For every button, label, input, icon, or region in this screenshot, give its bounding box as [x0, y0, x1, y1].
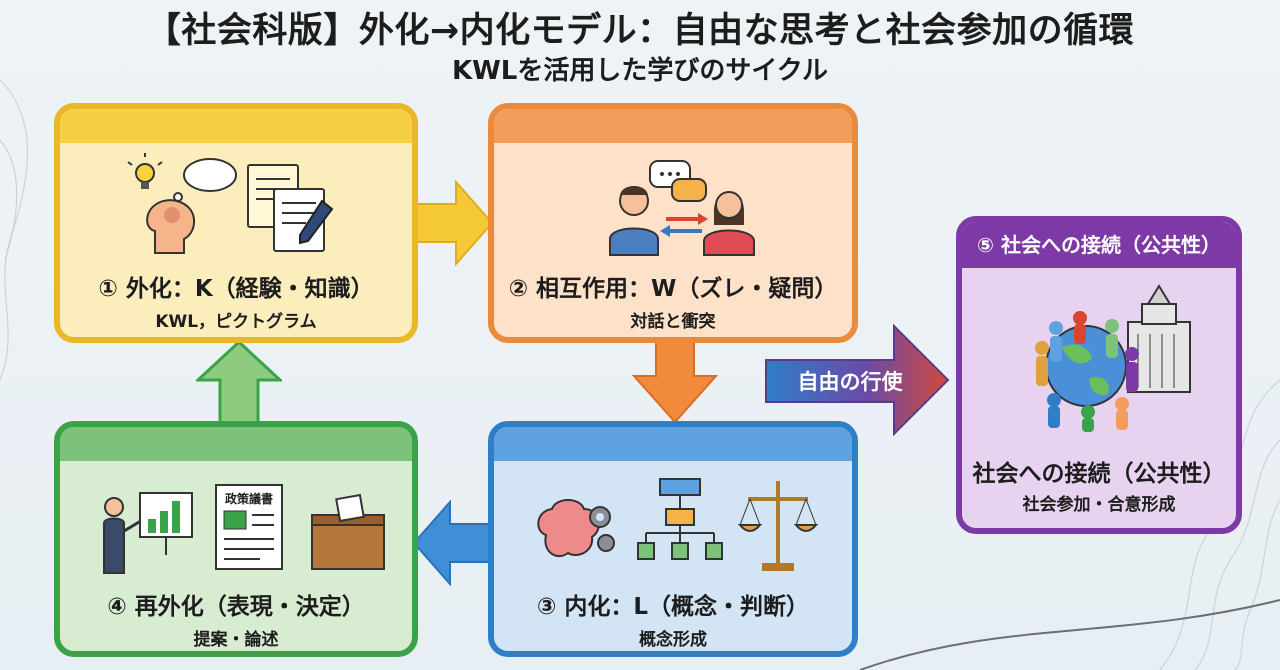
free-exercise-label: 自由の行使 — [797, 370, 903, 394]
arrow-left-blue — [412, 500, 494, 586]
people-circle-icon — [1035, 311, 1139, 432]
civic-connection-box: ⑤ 社会への接続（公共性） 社会への接続（公共性） 社会参加・合意形 — [956, 216, 1242, 534]
thought-cloud-icon — [173, 158, 237, 202]
step-label: ③ 内化：L（概念・判断） — [536, 594, 810, 620]
civic-header: ⑤ 社会への接続（公共性） — [962, 222, 1236, 268]
svg-text:政策議書: 政策議書 — [225, 491, 273, 506]
step-interaction-box: ② 相互作用：W（ズレ・疑問） 対話と衝突 — [488, 103, 858, 343]
policy-document-icon: 政策議書 — [215, 484, 283, 570]
arrow-down-orange — [632, 338, 718, 424]
person-male-icon — [609, 186, 659, 256]
interaction-icons — [609, 160, 755, 256]
step-header-band — [60, 427, 412, 461]
ballot-box-icon — [311, 493, 385, 570]
internalize-icons — [537, 478, 819, 571]
civic-sublabel: 社会参加・合意形成 — [1022, 495, 1176, 515]
step-reexternalize-box: 政策議書 ④ 再外化（表現・決定） 提案・論述 — [54, 421, 418, 657]
lightbulb-icon — [127, 153, 163, 189]
step-header-band — [494, 109, 852, 143]
step-label: ① 外化：K（経験・知識） — [98, 276, 374, 302]
civic-icons — [1035, 284, 1191, 432]
flowchart-icon — [637, 478, 723, 560]
person-female-icon — [703, 191, 755, 256]
civic-label: 社会への接続（公共性） — [972, 461, 1226, 487]
arrow-right-yellow — [412, 180, 494, 266]
step-header-band — [494, 427, 852, 461]
page-subtitle: KWLを活用した学びのサイクル — [451, 56, 829, 86]
externalize-icons — [127, 153, 334, 254]
step-sublabel: 対話と衝突 — [630, 312, 716, 332]
presenter-chart-icon — [103, 492, 193, 574]
head-profile-icon — [146, 199, 196, 254]
step-sublabel: KWL，ピクトグラム — [155, 312, 317, 332]
brain-gears-icon — [537, 499, 615, 558]
step-label: ④ 再外化（表現・決定） — [107, 594, 365, 620]
step-externalize-box: ① 外化：K（経験・知識） KWL，ピクトグラム — [54, 103, 418, 343]
parliament-building-icon — [1127, 284, 1191, 393]
step-label: ② 相互作用：W（ズレ・疑問） — [508, 276, 838, 302]
speech-bubbles-icon — [649, 160, 707, 202]
page-title: 【社会科版】外化→内化モデル：自由な思考と社会参加の循環 — [145, 11, 1135, 51]
arrow-up-green — [196, 340, 282, 424]
documents-icon — [247, 164, 325, 252]
reexternalize-icons: 政策議書 — [103, 484, 385, 574]
step-sublabel: 概念形成 — [639, 630, 707, 650]
exchange-arrows-icon — [660, 213, 708, 237]
step-header-band — [60, 109, 412, 143]
arrow-free-exercise — [765, 323, 950, 437]
scales-icon — [737, 481, 819, 571]
pen-icon — [299, 199, 334, 245]
step-sublabel: 提案・論述 — [193, 630, 279, 650]
step-internalize-box: ③ 内化：L（概念・判断） 概念形成 — [488, 421, 858, 657]
